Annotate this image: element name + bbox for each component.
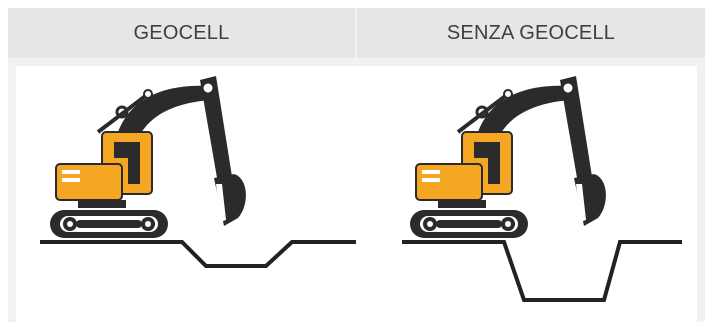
header-geocell: GEOCELL — [8, 8, 355, 58]
excavator-icon — [410, 76, 606, 238]
illustration-panel — [16, 66, 697, 322]
illustration-svg — [16, 66, 697, 322]
ground-profile-deep — [402, 242, 682, 300]
comparison-frame: GEOCELL SENZA GEOCELL — [8, 8, 705, 322]
ground-profile-shallow — [40, 242, 356, 266]
header-senza-geocell: SENZA GEOCELL — [357, 8, 705, 58]
excavator-icon — [50, 76, 246, 238]
